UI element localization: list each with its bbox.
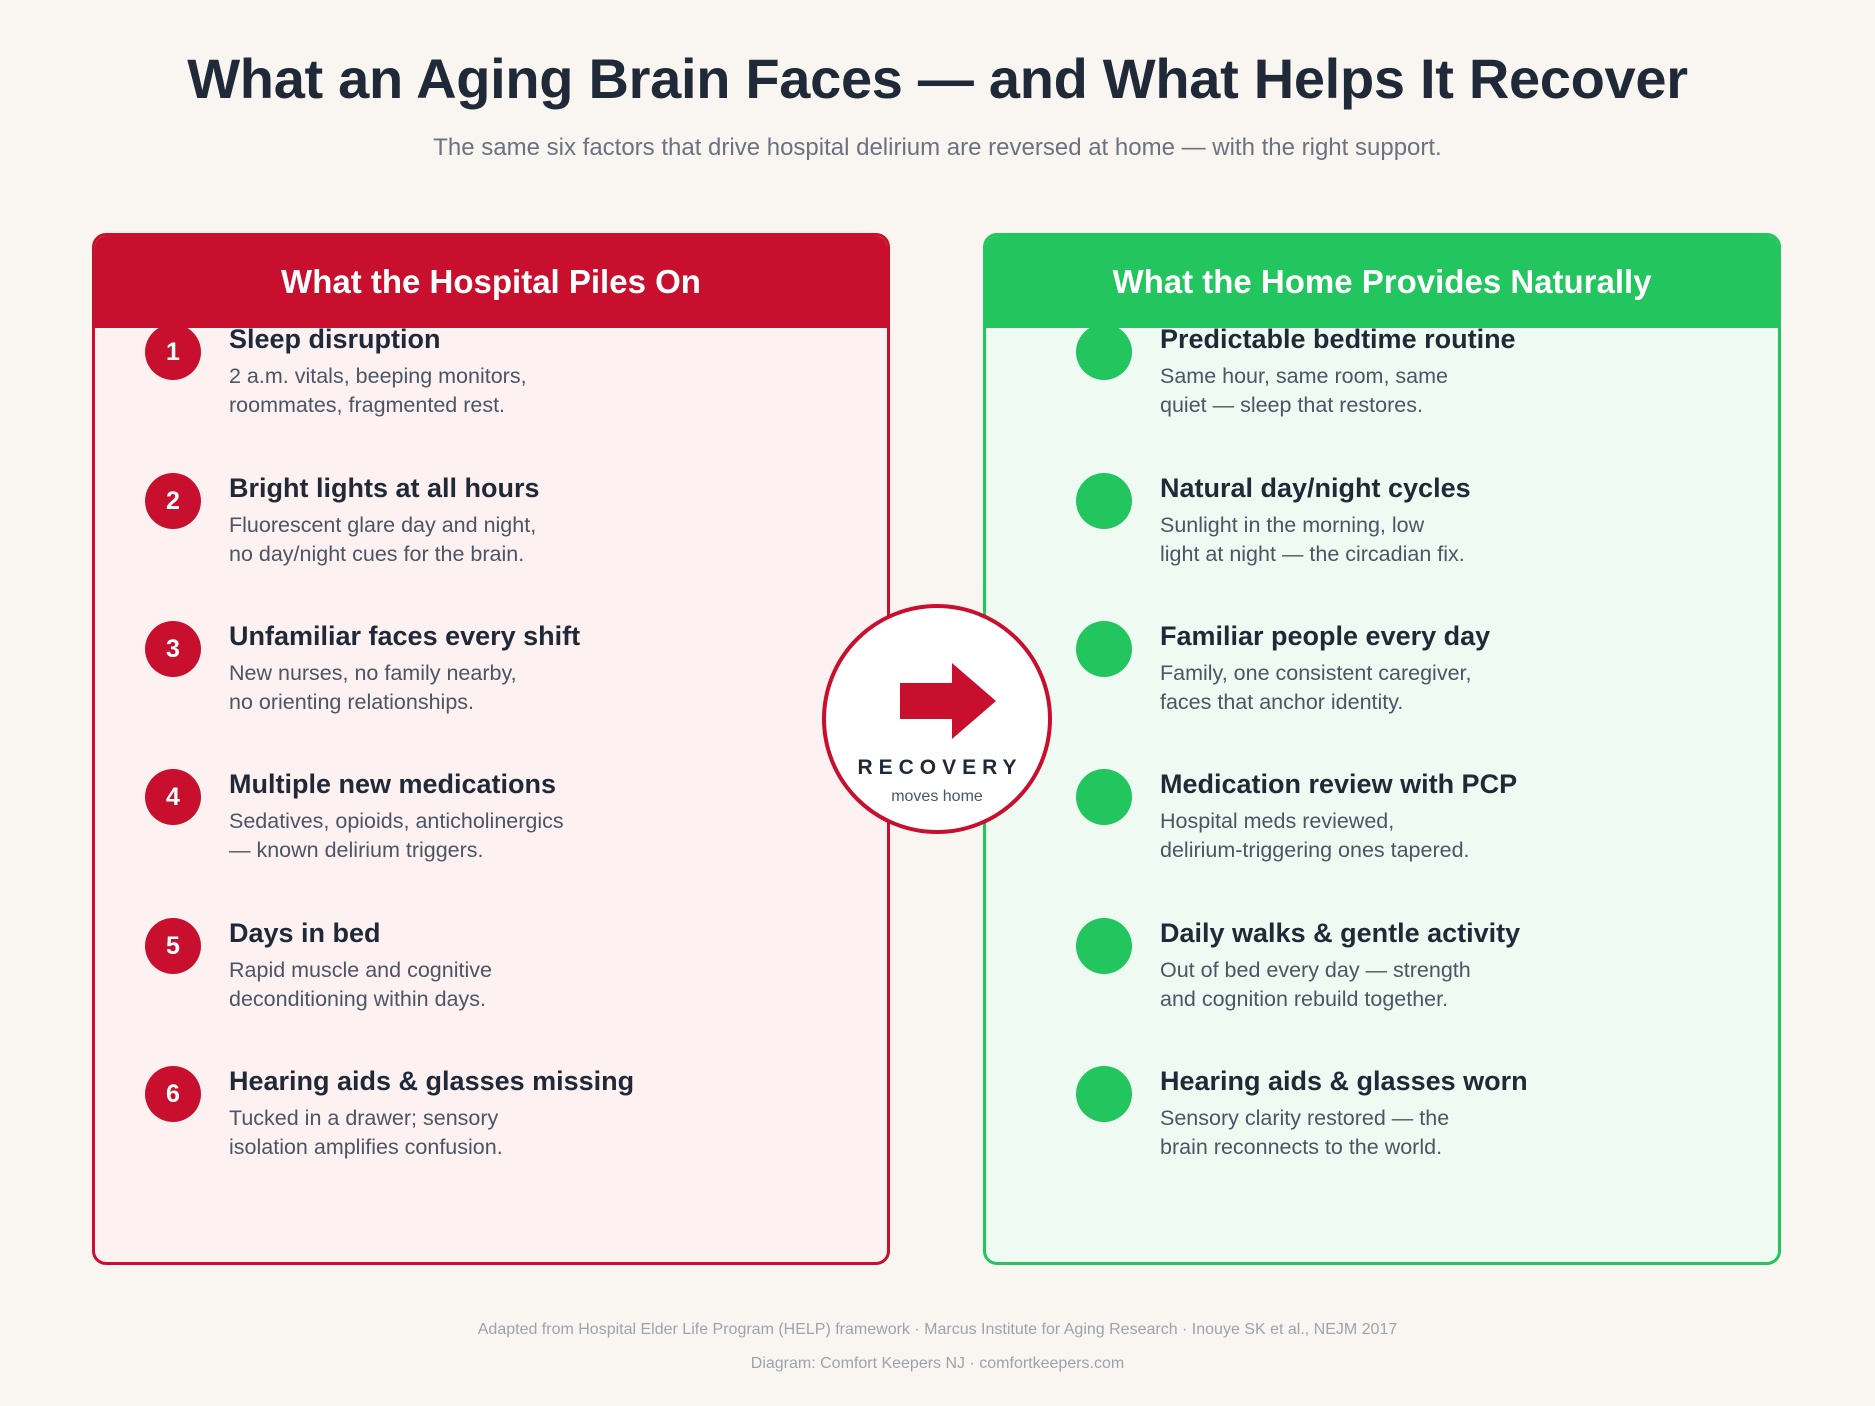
hospital-panel-header: What the Hospital Piles On (95, 236, 887, 328)
hospital-item: 5 Days in bed Rapid muscle and cognitive… (145, 918, 845, 1028)
item-number-badge: 2 (145, 473, 201, 529)
item-title: Hearing aids & glasses worn (1160, 1066, 1528, 1096)
hospital-panel: What the Hospital Piles On 1 Sleep disru… (92, 233, 890, 1265)
home-item: Familiar people every day Family, one co… (1076, 621, 1756, 731)
item-number-badge: 1 (145, 324, 201, 380)
recovery-sublabel: moves home (891, 788, 983, 805)
item-title: Predictable bedtime routine (1160, 324, 1516, 354)
hospital-item: 3 Unfamiliar faces every shift New nurse… (145, 621, 845, 731)
item-number-badge: 3 (145, 621, 201, 677)
green-dot-icon (1076, 918, 1132, 974)
item-number-badge: 6 (145, 1066, 201, 1122)
recovery-label: RECOVERY (857, 756, 1023, 779)
item-title: Daily walks & gentle activity (1160, 918, 1521, 948)
diagram-credit: Diagram: Comfort Keepers NJ · comfortkee… (750, 1355, 1125, 1372)
home-item: Predictable bedtime routine Same hour, s… (1076, 324, 1756, 434)
hospital-item: 1 Sleep disruption 2 a.m. vitals, beepin… (145, 324, 845, 434)
home-item: Medication review with PCP Hospital meds… (1076, 769, 1756, 879)
recovery-badge: RECOVERY moves home (822, 604, 1052, 834)
item-title: Bright lights at all hours (229, 473, 540, 503)
hospital-item: 4 Multiple new medications Sedatives, op… (145, 769, 845, 879)
item-title: Sleep disruption (229, 324, 441, 354)
green-dot-icon (1076, 769, 1132, 825)
item-title: Multiple new medications (229, 769, 557, 799)
green-dot-icon (1076, 621, 1132, 677)
home-panel: What the Home Provides Naturally Predict… (983, 233, 1781, 1265)
source-citation: Adapted from Hospital Elder Life Program… (477, 1321, 1398, 1338)
hospital-item: 2 Bright lights at all hours Fluorescent… (145, 473, 845, 583)
page-title: What an Aging Brain Faces — and What Hel… (187, 47, 1688, 110)
item-title: Hearing aids & glasses missing (229, 1066, 635, 1096)
item-title: Natural day/night cycles (1160, 473, 1471, 503)
item-description: New nurses, no family nearby,no orientin… (229, 661, 517, 714)
home-panel-header: What the Home Provides Naturally (986, 236, 1778, 328)
right-arrow-icon (900, 663, 996, 739)
item-title: Familiar people every day (1160, 621, 1491, 651)
green-dot-icon (1076, 324, 1132, 380)
green-dot-icon (1076, 473, 1132, 529)
item-number-badge: 4 (145, 769, 201, 825)
item-title: Unfamiliar faces every shift (229, 621, 581, 651)
item-description: Family, one consistent caregiver,faces t… (1160, 661, 1472, 714)
item-description: 2 a.m. vitals, beeping monitors,roommate… (229, 364, 527, 417)
item-description: Sedatives, opioids, anticholinergics— kn… (229, 809, 564, 862)
item-description: Fluorescent glare day and night,no day/n… (229, 513, 537, 566)
item-description: Hospital meds reviewed,delirium-triggeri… (1160, 809, 1470, 862)
page-subtitle: The same six factors that drive hospital… (433, 134, 1442, 161)
home-item: Daily walks & gentle activity Out of bed… (1076, 918, 1756, 1028)
item-title: Days in bed (229, 918, 381, 948)
green-dot-icon (1076, 1066, 1132, 1122)
home-item: Natural day/night cycles Sunlight in the… (1076, 473, 1756, 583)
hospital-item: 6 Hearing aids & glasses missing Tucked … (145, 1066, 845, 1176)
item-title: Medication review with PCP (1160, 769, 1518, 799)
item-number-badge: 5 (145, 918, 201, 974)
home-item: Hearing aids & glasses worn Sensory clar… (1076, 1066, 1756, 1176)
